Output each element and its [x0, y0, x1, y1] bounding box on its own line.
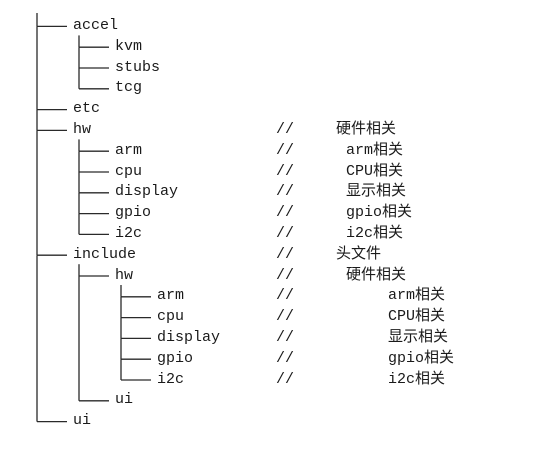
tree-row: gpio // gpio相关 — [0, 202, 551, 223]
comment-marker: // — [276, 141, 295, 159]
folder-name: gpio — [115, 204, 152, 222]
tree-row: kvm — [0, 36, 551, 57]
tree-row: hw // 硬件相关 — [0, 265, 551, 286]
folder-name: accel — [73, 17, 119, 34]
tree-row: hw // 硬件相关 — [0, 119, 551, 140]
folder-name: stubs — [115, 58, 161, 76]
folder-comment: CPU相关 — [346, 162, 404, 180]
tree-row: display // 显示相关 — [0, 327, 551, 348]
folder-name: gpio — [157, 349, 194, 367]
folder-name: display — [115, 183, 179, 201]
tree-row: i2c // i2c相关 — [0, 369, 551, 390]
folder-comment: 显示相关 — [388, 329, 449, 346]
comment-marker: // — [276, 287, 295, 305]
folder-name: arm — [157, 287, 185, 305]
tree-row: include // 头文件 — [0, 244, 551, 265]
comment-marker: // — [276, 183, 295, 201]
folder-comment: gpio相关 — [346, 204, 413, 222]
folder-comment: arm相关 — [388, 287, 446, 305]
tree-row: accel — [0, 15, 551, 36]
tree-row: cpu // CPU相关 — [0, 161, 551, 182]
folder-name: ui — [73, 412, 92, 430]
folder-name: tcg — [115, 79, 143, 97]
comment-marker: // — [276, 204, 295, 222]
comment-marker: // — [276, 162, 295, 180]
comment-marker: // — [276, 349, 295, 367]
tree-row: tcg — [0, 77, 551, 98]
tree-row: cpu // CPU相关 — [0, 306, 551, 327]
folder-comment: 硬件相关 — [336, 121, 397, 138]
folder-name: etc — [73, 100, 101, 118]
folder-comment: i2c相关 — [346, 225, 404, 242]
folder-name: kvm — [115, 37, 143, 55]
comment-marker: // — [276, 266, 295, 284]
comment-marker: // — [276, 329, 295, 346]
folder-name: hw — [115, 266, 134, 284]
tree-row: ui — [0, 410, 551, 431]
tree-row: etc — [0, 98, 551, 119]
comment-marker: // — [276, 121, 295, 138]
folder-name: display — [157, 329, 221, 346]
folder-name: i2c — [115, 225, 143, 242]
tree-row: stubs — [0, 57, 551, 78]
folder-name: arm — [115, 141, 143, 159]
tree-row: gpio // gpio相关 — [0, 348, 551, 369]
folder-name: hw — [73, 121, 92, 138]
tree-row: ui — [0, 389, 551, 410]
folder-name: i2c — [157, 370, 185, 388]
folder-comment: i2c相关 — [388, 370, 446, 388]
folder-comment: arm相关 — [346, 141, 404, 159]
tree-row: display // 显示相关 — [0, 181, 551, 202]
folder-comment: 头文件 — [336, 245, 382, 263]
folder-comment: 硬件相关 — [346, 266, 407, 284]
folder-comment: gpio相关 — [388, 349, 455, 367]
folder-name: cpu — [157, 308, 185, 326]
folder-name: include — [73, 245, 137, 263]
tree-row: arm // arm相关 — [0, 140, 551, 161]
comment-marker: // — [276, 308, 295, 326]
folder-name: ui — [115, 391, 134, 409]
folder-comment: CPU相关 — [388, 308, 446, 326]
folder-comment: 显示相关 — [346, 183, 407, 201]
folder-name: cpu — [115, 162, 143, 180]
tree-row: i2c // i2c相关 — [0, 223, 551, 244]
tree-row: arm // arm相关 — [0, 285, 551, 306]
comment-marker: // — [276, 225, 295, 242]
comment-marker: // — [276, 370, 295, 388]
comment-marker: // — [276, 245, 295, 263]
